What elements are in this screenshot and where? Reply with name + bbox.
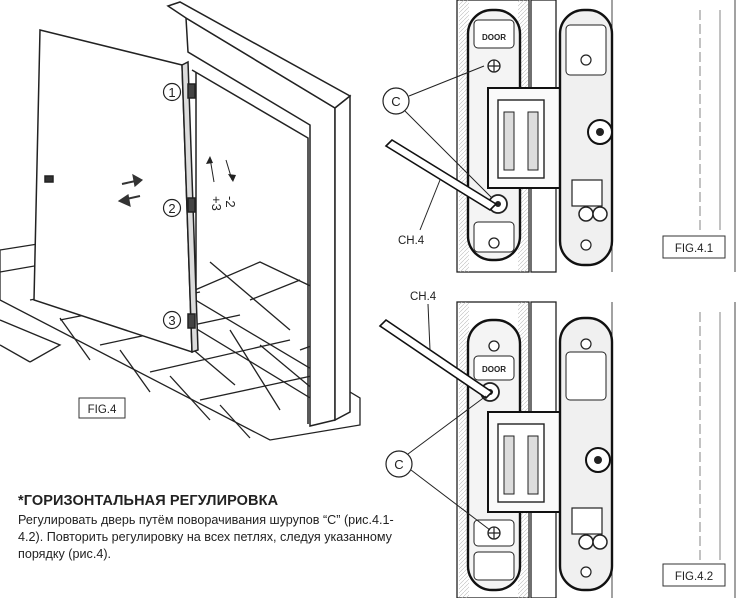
circle-3-label: 3 <box>168 313 175 328</box>
callout-c-bottom: C <box>394 457 403 472</box>
callout-c-top: C <box>391 94 400 109</box>
instruction-heading: *ГОРИЗОНТАЛЬНАЯ РЕГУЛИРОВКА <box>18 493 279 509</box>
fig-4-1-caption: FIG.4.1 <box>675 243 713 255</box>
fig-4-1-hinge: DOOR C CH.4 FIG.4.1 <box>382 0 736 273</box>
fig-4-2-caption: FIG.4.2 <box>675 571 713 583</box>
fig-4-caption: FIG.4 <box>88 404 117 416</box>
tool-label-bottom: CH.4 <box>410 291 437 303</box>
minus-two-label: -2 <box>223 196 238 208</box>
fig-4-2-hinge: DOOR CH.4 C FIG.4.2 <box>378 291 736 598</box>
hinge-order-markers: 1 2 3 <box>162 82 182 330</box>
hinge-door-text-top: DOOR <box>482 33 506 42</box>
plus-three-label: +3 <box>209 196 224 211</box>
door-leaf <box>33 29 199 354</box>
circle-2-label: 2 <box>168 201 175 216</box>
hinge-door-text-bottom: DOOR <box>482 365 506 374</box>
circle-1-label: 1 <box>168 85 175 100</box>
tolerance-marking: +3 -2 <box>206 156 238 211</box>
tool-label-top: CH.4 <box>398 235 425 247</box>
instruction-body: Регулировать дверь путём поворачивания ш… <box>18 513 394 561</box>
door-frame <box>166 1 352 427</box>
adjustment-arrows <box>117 173 144 208</box>
